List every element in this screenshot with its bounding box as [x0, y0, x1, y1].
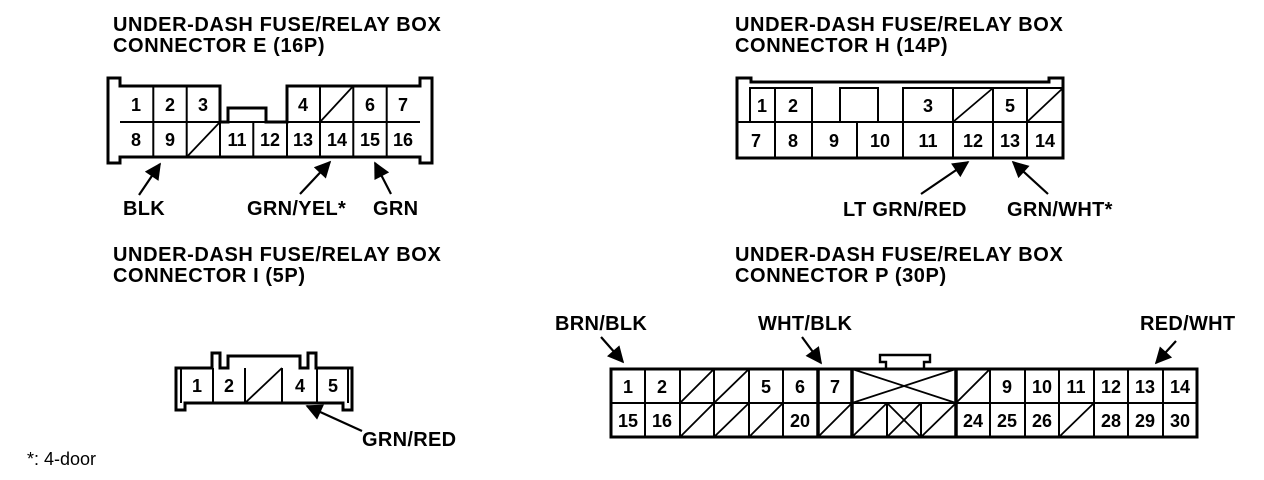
pin-number: 13	[1000, 131, 1020, 151]
wire-label: BRN/BLK	[555, 313, 647, 335]
wire-label: BLK	[123, 198, 165, 220]
connector-h-title-line1: UNDER-DASH FUSE/RELAY BOX	[735, 14, 1063, 36]
pin-number: 3	[198, 95, 208, 115]
pin-number: 14	[1035, 131, 1055, 151]
pin-number: 24	[963, 411, 983, 431]
connector-e-title-line2: CONNECTOR E (16P)	[113, 35, 325, 57]
pointer-arrow-icon	[600, 336, 625, 364]
connector-p-group: UNDER-DASH FUSE/RELAY BOX CONNECTOR P (3…	[555, 244, 1235, 439]
pin-number: 1	[131, 95, 141, 115]
pin-number: 26	[1032, 411, 1052, 431]
connector-h-group: UNDER-DASH FUSE/RELAY BOX CONNECTOR H (1…	[735, 14, 1113, 221]
pointer-arrow-icon	[299, 160, 332, 195]
pin-number: 1	[192, 376, 202, 396]
pin-number: 11	[918, 131, 937, 151]
connector-i-group: UNDER-DASH FUSE/RELAY BOX CONNECTOR I (5…	[113, 244, 456, 451]
wire-label: GRN/WHT*	[1007, 199, 1113, 221]
pin-number: 7	[830, 377, 840, 397]
pin-number: 25	[997, 411, 1017, 431]
pin-number: 13	[293, 130, 313, 150]
pin-number: 12	[1101, 377, 1121, 397]
pointer-arrow-icon	[920, 161, 970, 195]
pin-number: 13	[1135, 377, 1155, 397]
pin-number: 29	[1135, 411, 1155, 431]
pin-number: 14	[327, 130, 347, 150]
pointer-arrow-icon	[138, 162, 161, 196]
wire-label: GRN/RED	[362, 429, 456, 451]
wire-label: WHT/BLK	[758, 313, 853, 335]
pin-number: 12	[260, 130, 280, 150]
connector-i-grid-lines	[180, 368, 349, 403]
pointer-arrow-icon	[374, 161, 392, 195]
wire-label: GRN	[373, 198, 418, 220]
pointer-arrow-icon	[305, 404, 363, 433]
pin-number: 28	[1101, 411, 1121, 431]
pin-number: 9	[829, 131, 839, 151]
connector-i-slash-marks	[244, 367, 283, 404]
pointer-arrow-icon	[801, 336, 822, 365]
connector-i-title-line2: CONNECTOR I (5P)	[113, 265, 306, 287]
connector-e-title-line1: UNDER-DASH FUSE/RELAY BOX	[113, 14, 441, 36]
connector-p-title-line1: UNDER-DASH FUSE/RELAY BOX	[735, 244, 1063, 266]
pin-number: 2	[657, 377, 667, 397]
wire-label: RED/WHT	[1140, 313, 1235, 335]
pin-number: 15	[360, 130, 380, 150]
pin-number: 16	[652, 411, 672, 431]
pin-number: 1	[623, 377, 633, 397]
connector-h-grid-lines	[737, 88, 1063, 158]
pin-number: 16	[393, 130, 413, 150]
pin-number: 6	[365, 95, 375, 115]
pin-number: 2	[165, 95, 175, 115]
pin-number: 1	[757, 96, 767, 116]
pointer-arrow-icon	[1011, 160, 1049, 195]
pin-number: 11	[1066, 377, 1085, 397]
pin-number: 20	[790, 411, 810, 431]
pin-number: 8	[788, 131, 798, 151]
pin-number: 6	[795, 377, 805, 397]
pin-number: 2	[788, 96, 798, 116]
pin-number: 15	[618, 411, 638, 431]
pin-number: 14	[1170, 377, 1190, 397]
pin-number: 8	[131, 130, 141, 150]
connector-i-title-line1: UNDER-DASH FUSE/RELAY BOX	[113, 244, 441, 266]
wire-label: GRN/YEL*	[247, 198, 346, 220]
pin-number: 9	[165, 130, 175, 150]
pin-number: 4	[298, 95, 308, 115]
pin-number: 10	[1032, 377, 1052, 397]
connector-h-slash-marks	[952, 87, 1064, 123]
pin-number: 5	[761, 377, 771, 397]
connector-e-slash-marks	[186, 85, 354, 158]
pin-number: 4	[295, 376, 305, 396]
pin-number: 30	[1170, 411, 1190, 431]
connector-p-title-line2: CONNECTOR P (30P)	[735, 265, 947, 287]
pin-number: 5	[1005, 96, 1015, 116]
pin-number: 2	[224, 376, 234, 396]
pin-number: 7	[751, 131, 761, 151]
connector-p-slash-marks	[679, 368, 1095, 438]
connector-h-title-line2: CONNECTOR H (14P)	[735, 35, 948, 57]
footnote: *: 4-door	[27, 449, 96, 469]
connector-e-outline	[106, 76, 434, 165]
pin-number: 11	[227, 130, 246, 150]
connector-e-group: UNDER-DASH FUSE/RELAY BOX CONNECTOR E (1…	[106, 14, 441, 220]
pin-number: 7	[398, 95, 408, 115]
pin-number: 10	[870, 131, 890, 151]
pin-number: 5	[328, 376, 338, 396]
pin-number: 3	[923, 96, 933, 116]
connector-i-outline	[174, 351, 354, 412]
pointer-arrow-icon	[1154, 340, 1177, 365]
pin-number: 12	[963, 131, 983, 151]
pin-number: 9	[1002, 377, 1012, 397]
wire-label: LT GRN/RED	[843, 199, 967, 221]
connector-p-top-tab	[878, 353, 932, 371]
